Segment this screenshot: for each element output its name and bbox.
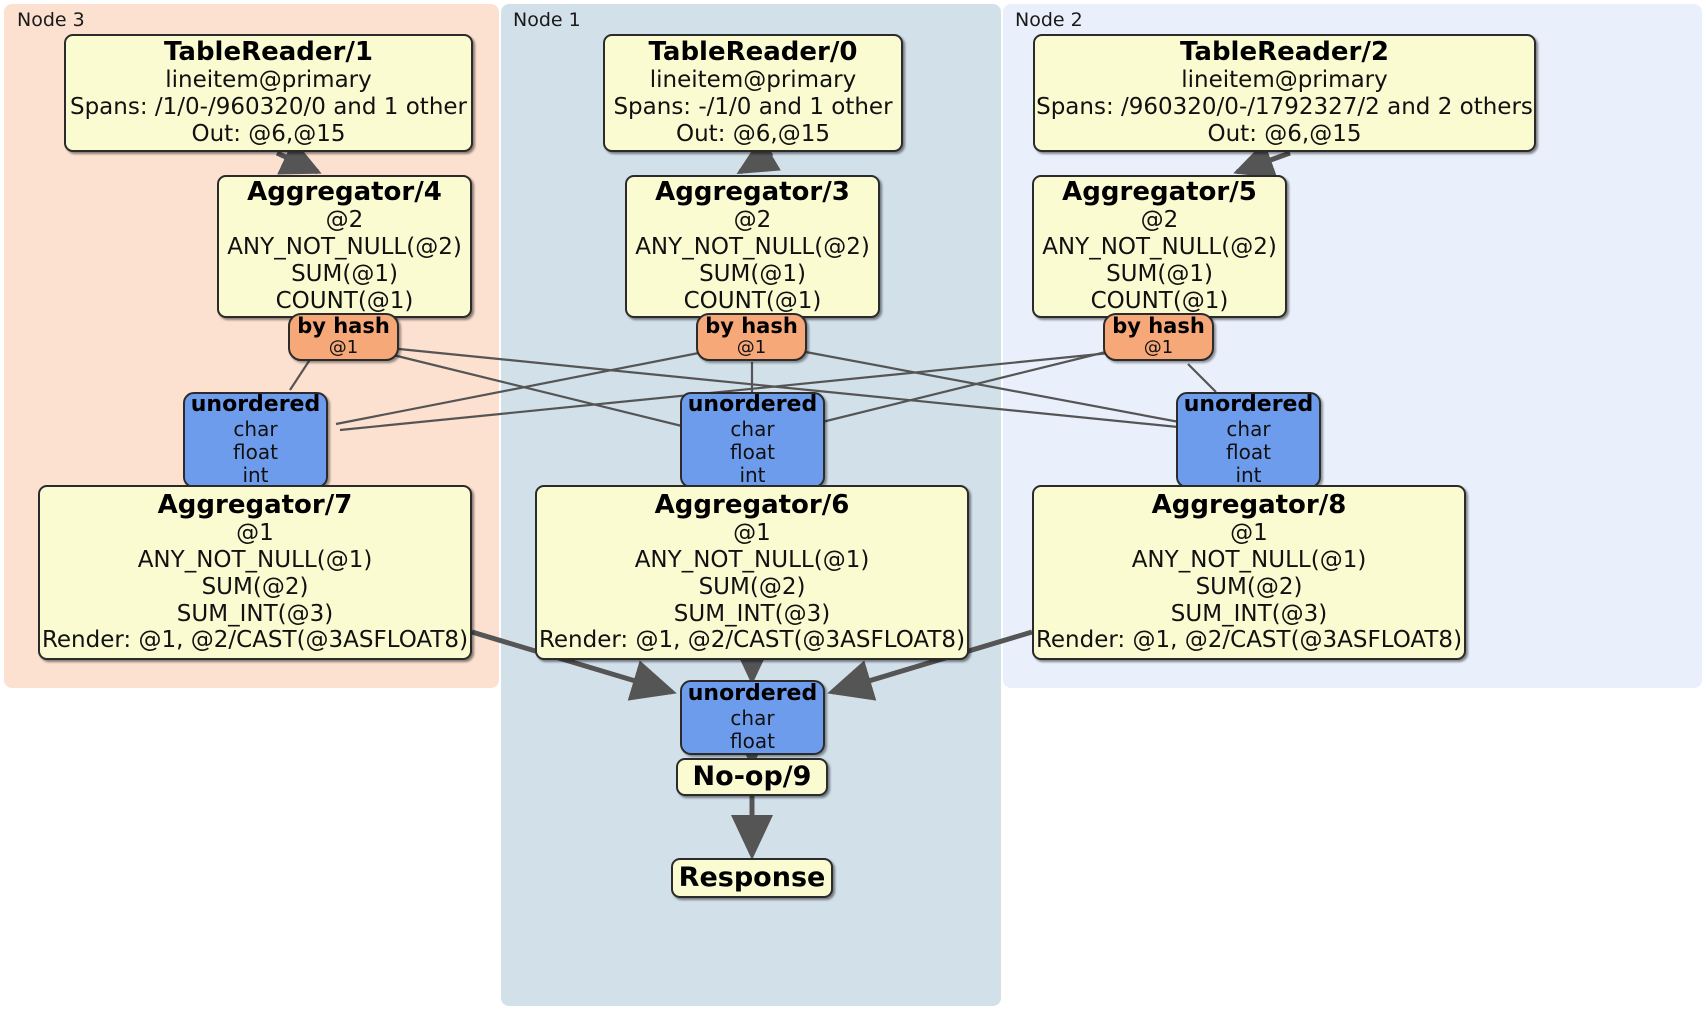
processor-aggregator-8[interactable]: Aggregator/8 @1 ANY_NOT_NULL(@1) SUM(@2)…	[1032, 485, 1466, 660]
processor-line: Render: @1, @2/CAST(@3ASFLOAT8)	[41, 627, 469, 654]
router-line: @1	[1143, 337, 1174, 359]
processor-line: lineitem@primary	[649, 67, 857, 94]
processor-table-reader-2[interactable]: TableReader/2 lineitem@primary Spans: /9…	[1033, 34, 1536, 152]
synchronizer-title: unordered	[687, 681, 818, 707]
synchronizer-line: float	[1226, 439, 1271, 464]
processor-line: @2	[1140, 207, 1179, 234]
processor-line: lineitem@primary	[165, 67, 372, 94]
processor-aggregator-6[interactable]: Aggregator/6 @1 ANY_NOT_NULL(@1) SUM(@2)…	[535, 485, 969, 660]
node-label-node1: Node 1	[513, 9, 581, 31]
synchronizer-title: unordered	[687, 392, 818, 418]
synchronizer-line: char	[730, 416, 775, 441]
processor-title: Aggregator/6	[654, 489, 850, 520]
processor-line: SUM_INT(@3)	[176, 600, 334, 627]
synchronizer-line: int	[1235, 462, 1262, 487]
synchronizer-line: char	[233, 416, 278, 441]
processor-line: SUM(@2)	[698, 573, 806, 600]
processor-line: @1	[236, 519, 274, 546]
processor-aggregator-3[interactable]: Aggregator/3 @2 ANY_NOT_NULL(@2) SUM(@1)…	[625, 175, 880, 318]
router-title: by hash	[1112, 314, 1205, 339]
router-title: by hash	[705, 314, 798, 339]
processor-table-reader-1[interactable]: TableReader/1 lineitem@primary Spans: /1…	[64, 34, 473, 152]
processor-line: SUM_INT(@3)	[673, 600, 831, 627]
processor-title: Aggregator/7	[157, 489, 353, 520]
processor-line: SUM(@1)	[1106, 261, 1213, 288]
processor-line: @1	[1230, 519, 1268, 546]
processor-title: Aggregator/5	[1062, 177, 1257, 208]
synchronizer-line: int	[739, 462, 766, 487]
router-line: @1	[328, 337, 359, 359]
synchronizer-title: unordered	[1183, 392, 1314, 418]
processor-line: lineitem@primary	[1181, 67, 1388, 94]
processor-line: @2	[325, 207, 364, 234]
synchronizer-line: char	[1226, 416, 1271, 441]
router-line: @1	[736, 337, 767, 359]
processor-line: SUM_INT(@3)	[1170, 600, 1328, 627]
processor-line: Out: @6,@15	[1207, 121, 1362, 147]
synchronizer-unordered-left[interactable]: unordered char float int	[183, 392, 328, 488]
processor-line: COUNT(@1)	[1090, 287, 1229, 314]
processor-title: Aggregator/4	[247, 177, 442, 208]
router-title: by hash	[297, 314, 390, 339]
synchronizer-line: float	[730, 439, 775, 464]
processor-title: TableReader/0	[648, 37, 858, 68]
processor-line: ANY_NOT_NULL(@1)	[634, 546, 870, 573]
synchronizer-line: float	[233, 439, 278, 464]
processor-line: Spans: /1/0-/960320/0 and 1 other	[69, 94, 468, 121]
processor-line: ANY_NOT_NULL(@2)	[1042, 234, 1277, 261]
processor-table-reader-0[interactable]: TableReader/0 lineitem@primary Spans: -/…	[603, 34, 903, 152]
processor-line: ANY_NOT_NULL(@2)	[227, 234, 462, 261]
processor-line: Render: @1, @2/CAST(@3ASFLOAT8)	[1035, 627, 1463, 654]
processor-title: Aggregator/8	[1151, 489, 1347, 520]
processor-line: @1	[733, 519, 771, 546]
processor-line: Out: @6,@15	[191, 121, 346, 147]
processor-line: ANY_NOT_NULL(@2)	[635, 234, 870, 261]
processor-line: Out: @6,@15	[676, 121, 830, 147]
processor-title: TableReader/2	[1180, 37, 1389, 68]
processor-line: SUM(@1)	[291, 261, 398, 288]
processor-line: ANY_NOT_NULL(@1)	[137, 546, 373, 573]
processor-response[interactable]: Response	[671, 858, 833, 898]
processor-title: Aggregator/3	[655, 177, 850, 208]
synchronizer-line: int	[242, 462, 269, 487]
processor-line: SUM(@2)	[1195, 573, 1303, 600]
processor-line: Spans: -/1/0 and 1 other	[613, 94, 893, 121]
processor-line: COUNT(@1)	[275, 287, 414, 314]
router-by-hash-center[interactable]: by hash @1	[696, 313, 807, 361]
processor-aggregator-7[interactable]: Aggregator/7 @1 ANY_NOT_NULL(@1) SUM(@2)…	[38, 485, 472, 660]
node-label-node3: Node 3	[17, 9, 85, 31]
processor-aggregator-4[interactable]: Aggregator/4 @2 ANY_NOT_NULL(@2) SUM(@1)…	[217, 175, 472, 318]
synchronizer-line: float	[730, 728, 775, 753]
synchronizer-title: unordered	[190, 392, 321, 418]
processor-line: COUNT(@1)	[683, 287, 822, 314]
processor-noop-9[interactable]: No-op/9	[676, 758, 828, 796]
processor-line: SUM(@1)	[699, 261, 806, 288]
processor-title: No-op/9	[692, 760, 812, 792]
synchronizer-unordered-right[interactable]: unordered char float int	[1176, 392, 1321, 488]
processor-line: ANY_NOT_NULL(@1)	[1131, 546, 1367, 573]
processor-line: Spans: /960320/0-/1792327/2 and 2 others	[1036, 94, 1533, 121]
synchronizer-unordered-center[interactable]: unordered char float int	[680, 392, 825, 488]
processor-title: Response	[678, 861, 826, 893]
processor-line: Render: @1, @2/CAST(@3ASFLOAT8)	[538, 627, 966, 654]
processor-title: TableReader/1	[164, 37, 373, 68]
router-by-hash-right[interactable]: by hash @1	[1103, 313, 1214, 361]
processor-line: SUM(@2)	[201, 573, 309, 600]
processor-aggregator-5[interactable]: Aggregator/5 @2 ANY_NOT_NULL(@2) SUM(@1)…	[1032, 175, 1287, 318]
router-by-hash-left[interactable]: by hash @1	[288, 313, 399, 361]
processor-line: @2	[733, 207, 772, 234]
synchronizer-unordered-final[interactable]: unordered char float	[680, 680, 825, 755]
synchronizer-line: char	[730, 705, 775, 730]
node-label-node2: Node 2	[1015, 9, 1083, 31]
